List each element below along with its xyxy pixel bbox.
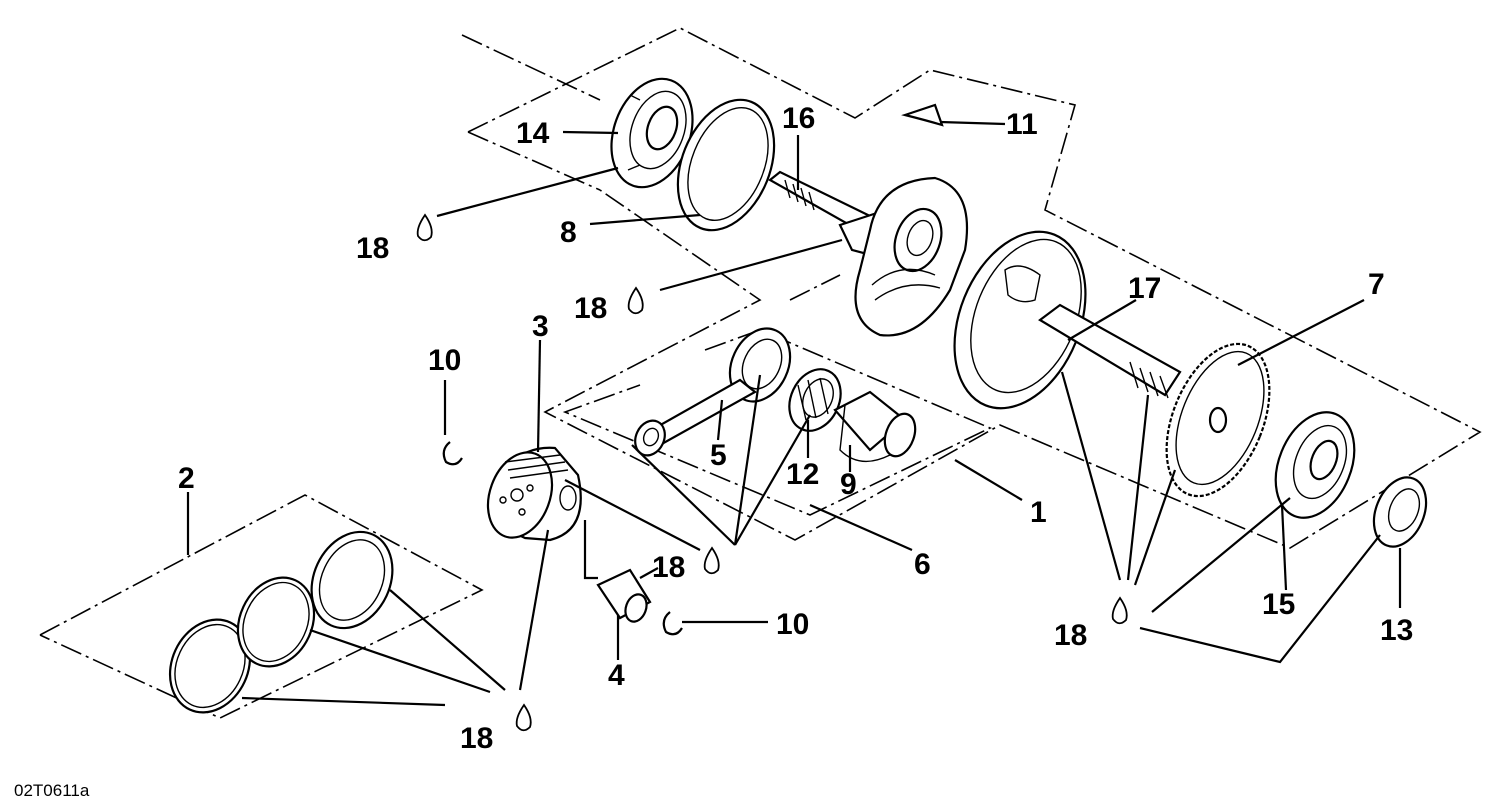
part-label-18-right: 18 — [1054, 619, 1087, 652]
crank-web-right — [953, 230, 1182, 410]
part-label-16: 16 — [782, 102, 815, 135]
part-label-17: 17 — [1128, 272, 1161, 305]
part-label-4: 4 — [608, 659, 625, 692]
lubricant-drop-icon — [703, 546, 720, 575]
part-label-11: 11 — [1006, 108, 1038, 141]
part-label-1: 1 — [1030, 496, 1047, 529]
part-label-18-top-left: 18 — [356, 232, 389, 265]
part-label-3: 3 — [532, 310, 549, 343]
bearing-15 — [1274, 411, 1356, 519]
part-label-14: 14 — [516, 117, 550, 150]
part-label-8: 8 — [560, 216, 577, 249]
part-label-9: 9 — [840, 468, 857, 501]
piston-pin-4 — [596, 568, 652, 623]
circlip-10-lower — [662, 611, 683, 636]
part-label-12: 12 — [786, 458, 819, 491]
part-label-10-upper: 10 — [428, 344, 461, 377]
part-label-7: 7 — [1368, 268, 1385, 301]
figure-reference: 02T0611a — [14, 781, 90, 800]
part-label-2: 2 — [178, 462, 195, 495]
circlip-10-upper — [442, 441, 463, 466]
oil-seal-13 — [1372, 476, 1428, 548]
part-label-18-rings: 18 — [460, 722, 493, 755]
part-label-10-lower: 10 — [776, 608, 809, 641]
part-label-18-piston-pin: 18 — [652, 551, 685, 584]
lubricant-drop-icon — [416, 213, 433, 242]
piston-rings-2 — [168, 530, 394, 714]
piston-3 — [486, 446, 582, 542]
leader-lines — [186, 120, 1402, 707]
crank-pin-9 — [833, 390, 917, 463]
sprocket-7 — [1165, 342, 1271, 498]
connecting-rod-5 — [634, 327, 792, 457]
needle-bearing-12 — [788, 368, 842, 432]
crank-web-left — [854, 176, 969, 337]
part-label-6: 6 — [914, 548, 931, 581]
lubricant-drop-icon — [627, 286, 644, 315]
seal-ring-8 — [676, 98, 776, 232]
bearing-14 — [610, 77, 694, 189]
part-label-18-crank: 18 — [574, 292, 607, 325]
part-label-15: 15 — [1262, 588, 1295, 621]
lubricant-drop-icon — [515, 703, 532, 732]
part-label-5: 5 — [710, 439, 727, 472]
part-label-13: 13 — [1380, 614, 1413, 647]
lubricant-drop-icon — [1111, 596, 1128, 625]
